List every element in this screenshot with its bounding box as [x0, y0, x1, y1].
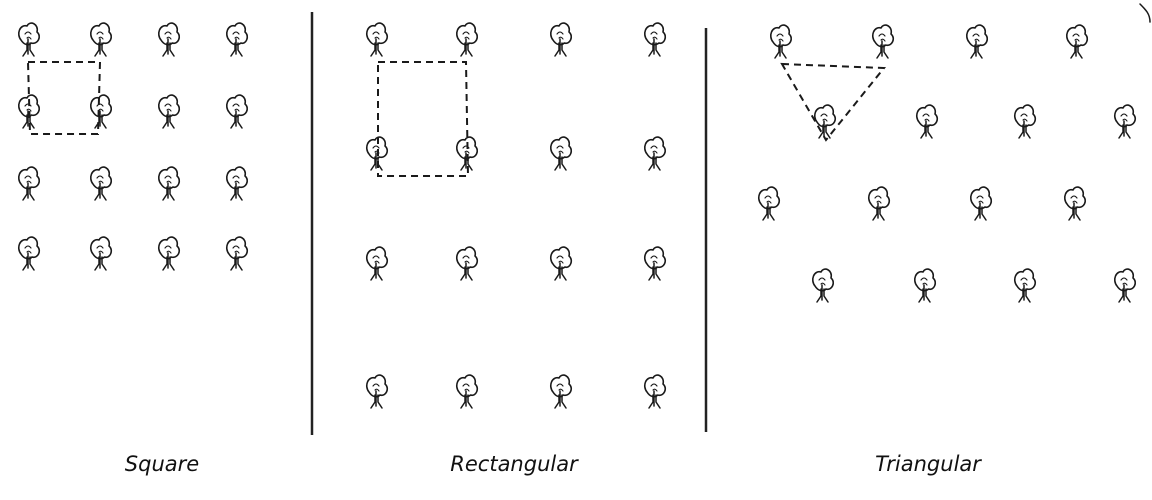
triangular-tree-15 [1115, 269, 1135, 302]
triangular-tree-14 [1015, 269, 1035, 302]
rectangular-tree-14 [551, 375, 571, 408]
square-tree-5 [91, 95, 111, 128]
square-tree-1 [91, 23, 111, 56]
triangular-panel [759, 25, 1135, 302]
triangular-tree-10 [971, 187, 992, 220]
triangular-tree-8 [759, 187, 779, 220]
rectangular-tree-15 [645, 375, 665, 408]
caption-rectangular: Rectangular [450, 452, 577, 476]
triangular-tree-6 [1015, 105, 1036, 138]
rectangular-tree-9 [457, 247, 478, 280]
triangular-tree-12 [813, 269, 833, 302]
caption-triangular: Triangular [875, 452, 981, 476]
square-tree-9 [91, 167, 112, 200]
rectangular-panel [367, 23, 666, 408]
square-tree-2 [159, 23, 180, 56]
rectangular-tree-1 [457, 23, 477, 56]
triangular-tree-7 [1115, 105, 1135, 138]
rectangular-tree-8 [367, 247, 387, 280]
rectangular-tree-12 [367, 375, 387, 408]
square-tree-0 [19, 23, 39, 56]
triangular-spacing-outline [782, 64, 884, 140]
triangular-tree-9 [869, 187, 890, 220]
square-tree-11 [227, 167, 247, 200]
rectangular-spacing-outline [378, 62, 468, 176]
triangular-tree-11 [1065, 187, 1085, 220]
caption-square: Square [125, 452, 199, 476]
square-tree-12 [19, 237, 39, 270]
planting-patterns-diagram [0, 0, 1152, 440]
triangular-tree-2 [967, 25, 988, 58]
corner-mark [1140, 4, 1150, 22]
square-tree-7 [227, 95, 247, 128]
rectangular-tree-11 [645, 247, 665, 280]
triangular-tree-13 [915, 269, 936, 302]
triangular-tree-0 [771, 25, 791, 58]
rectangular-tree-2 [551, 23, 572, 56]
triangular-tree-3 [1067, 25, 1088, 58]
square-panel [19, 23, 248, 270]
square-tree-8 [19, 167, 39, 200]
square-tree-10 [159, 167, 180, 200]
square-spacing-outline [28, 62, 100, 134]
triangular-tree-5 [917, 105, 937, 138]
square-tree-13 [91, 237, 112, 270]
triangular-tree-1 [873, 25, 893, 58]
square-tree-3 [227, 23, 248, 56]
square-tree-15 [227, 237, 247, 270]
rectangular-tree-3 [645, 23, 666, 56]
rectangular-tree-10 [551, 247, 572, 280]
rectangular-tree-13 [457, 375, 478, 408]
rectangular-tree-0 [367, 23, 387, 56]
square-tree-14 [159, 237, 179, 270]
rectangular-tree-7 [645, 137, 665, 170]
rectangular-tree-6 [551, 137, 572, 170]
square-tree-6 [159, 95, 180, 128]
